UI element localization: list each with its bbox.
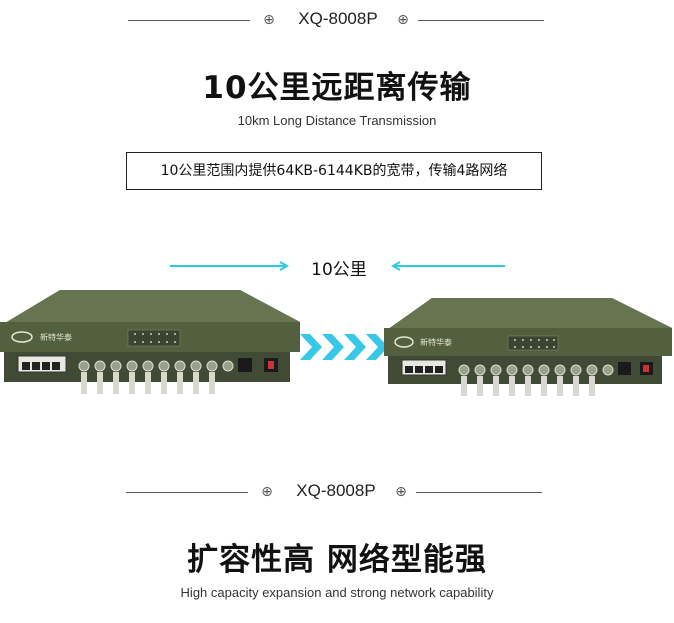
- header-rule-right: [418, 20, 544, 21]
- left-device: 新特华泰: [0, 290, 300, 394]
- transmission-chevrons: [300, 334, 388, 360]
- feature-box: 10公里范围内提供64KB-6144KB的宽带，传输4路网络: [126, 152, 542, 190]
- arrow-left-icon: [390, 261, 505, 271]
- power-socket-icon: [238, 358, 252, 372]
- brand-label: 新特华泰: [420, 337, 452, 347]
- brand-logo-icon: [394, 336, 414, 348]
- section-title: 10公里远距离传输: [202, 70, 472, 106]
- section-title: 扩容性高 网络型能强: [187, 542, 487, 578]
- right-device: 新特华泰: [384, 298, 672, 396]
- header-rule-left: [128, 20, 250, 21]
- distance-arrows: [170, 261, 505, 271]
- brand-logo-icon: [11, 331, 33, 343]
- header-rule-right: [416, 492, 542, 493]
- power-socket-icon: [618, 362, 631, 375]
- chevron-right-icon: [322, 334, 344, 360]
- globe-icon: ⊕: [261, 484, 273, 500]
- section-subtitle: High capacity expansion and strong netwo…: [180, 585, 494, 600]
- globe-icon: ⊕: [263, 12, 275, 28]
- model-code: XQ-8008P: [296, 481, 376, 500]
- brand-label: 新特华泰: [40, 332, 72, 342]
- globe-icon: ⊕: [395, 484, 407, 500]
- chevron-right-icon: [366, 334, 388, 360]
- globe-icon: ⊕: [397, 12, 409, 28]
- chevron-right-icon: [300, 334, 322, 360]
- section-subtitle: 10km Long Distance Transmission: [237, 113, 437, 128]
- distance-indicator: 10公里: [0, 254, 674, 280]
- model-code: XQ-8008P: [298, 9, 378, 28]
- arrow-right-icon: [170, 261, 290, 271]
- top-header: ⊕ XQ-8008P ⊕: [0, 6, 674, 36]
- chevron-right-icon: [344, 334, 366, 360]
- header-rule-left: [126, 492, 248, 493]
- distance-label: 10公里: [311, 260, 367, 280]
- bottom-header: ⊕ XQ-8008P ⊕: [0, 478, 674, 508]
